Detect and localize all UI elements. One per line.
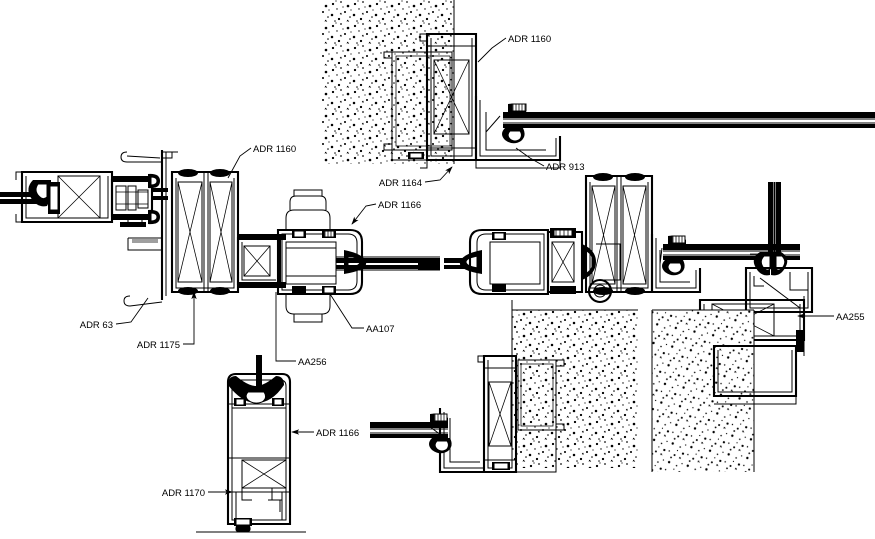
leader-lines-group (115, 37, 834, 495)
section-left-assembly (0, 150, 286, 307)
concrete-hatch-top (322, 0, 454, 164)
section-sill-detail-bottom (370, 300, 638, 474)
leader-line-adr-1160-top (477, 37, 507, 63)
leader-line-adr-1164 (424, 166, 453, 183)
callout-label-adr-913: ADR 913 (546, 162, 585, 173)
callout-label-adr-63: ADR 63 (80, 320, 113, 331)
leader-line-adr-913 (515, 147, 545, 167)
concrete-hatch-bottom (512, 310, 638, 468)
callout-label-adr-1164: ADR 1164 (379, 178, 422, 189)
callout-label-aa107: AA107 (366, 324, 395, 335)
leader-line-adr-63 (115, 297, 149, 325)
callout-label-adr-1166-bot: ADR 1166 (316, 428, 359, 439)
hardware-lock-body (110, 173, 168, 227)
callout-label-adr-1160-top: ADR 1160 (508, 34, 551, 45)
callout-label-aa255: AA255 (836, 312, 865, 323)
glazing-gasket-top (485, 103, 875, 148)
leader-line-aa107 (329, 293, 364, 329)
callout-label-adr-1166-top: ADR 1166 (378, 200, 421, 211)
leader-line-adr-1175 (183, 291, 197, 345)
leader-line-aa256 (275, 292, 296, 362)
leader-line-adr-1166-top (351, 203, 377, 225)
section-jamb-detail-right (651, 182, 814, 472)
leader-line-adr-1160-left (227, 147, 252, 179)
section-center-assembly (276, 189, 470, 323)
callout-label-adr-1160-left: ADR 1160 (253, 144, 296, 155)
aa256-cap (285, 189, 331, 230)
concrete-hatch-right-lower (652, 310, 754, 472)
section-vertical-profile-lower (196, 355, 306, 533)
callout-label-adr-1170: ADR 1170 (162, 488, 205, 499)
callout-label-aa256: AA256 (298, 357, 327, 368)
section-right-center-assembly (459, 173, 800, 304)
callout-label-adr-1175: ADR 1175 (137, 340, 180, 351)
section-head-detail-top (322, 0, 875, 169)
